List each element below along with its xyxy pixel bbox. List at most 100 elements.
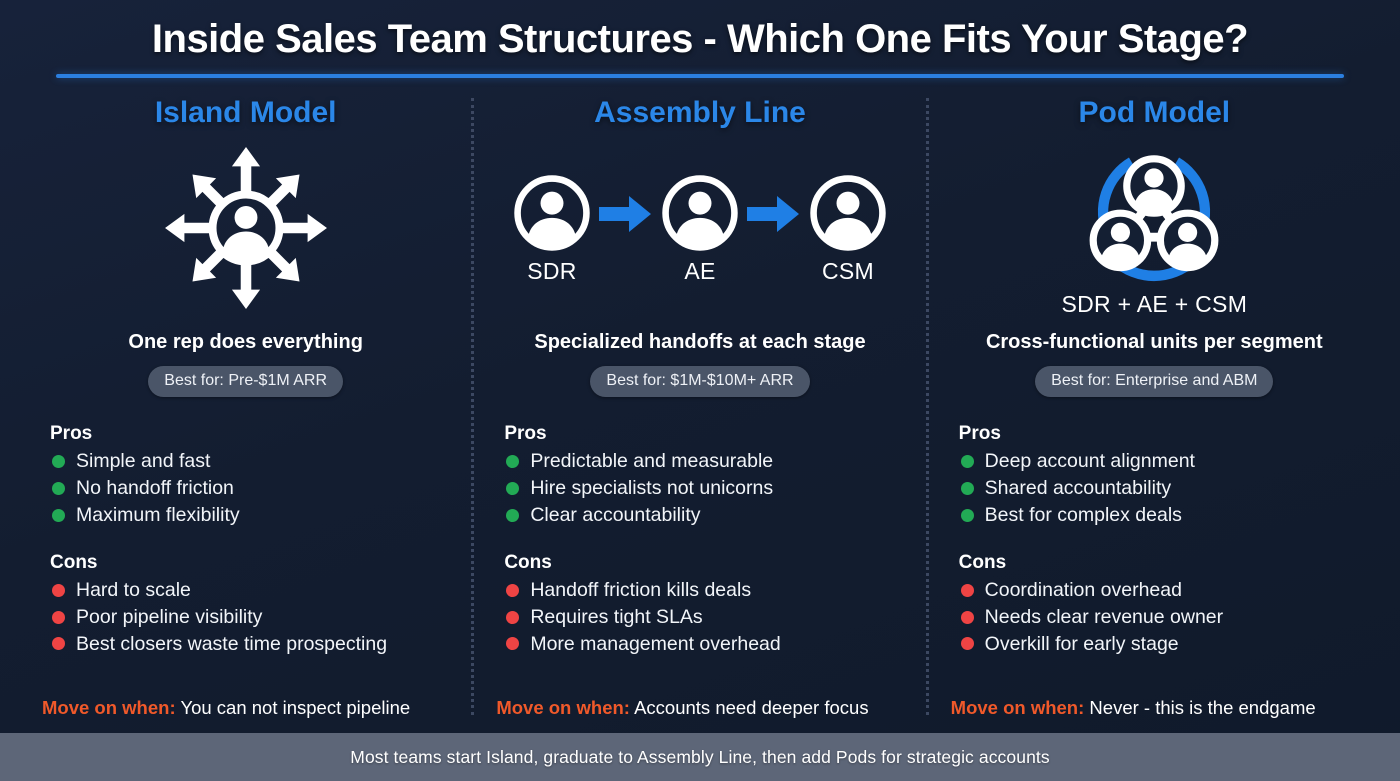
arrow-right-icon	[598, 196, 651, 232]
pros-list: Simple and fast No handoff friction Maxi…	[50, 448, 449, 529]
column-divider	[471, 98, 475, 715]
cons-heading: Cons	[958, 551, 1007, 573]
best-for-badge: Best for: $1M-$10M+ ARR	[590, 366, 810, 397]
pro-dot-icon	[52, 454, 65, 468]
cons-list: Hard to scale Poor pipeline visibility B…	[50, 577, 449, 658]
best-for-badge-wrap: Best for: $1M-$10M+ ARR	[496, 366, 903, 397]
pros-cons-list: Pros Predictable and measurable Hire spe…	[496, 423, 903, 657]
pros-list: Predictable and measurable Hire speciali…	[504, 448, 903, 529]
column-divider	[925, 98, 929, 715]
list-item: Shared accountability	[959, 475, 1358, 502]
page-title: Inside Sales Team Structures - Which One…	[151, 17, 1249, 61]
pro-text: Clear accountability	[530, 503, 701, 526]
role-sdr: SDR	[511, 172, 593, 285]
best-for-badge: Best for: Pre-$1M ARR	[148, 366, 344, 397]
list-item: Clear accountability	[504, 502, 903, 529]
list-item: Best for complex deals	[959, 502, 1358, 529]
cons-heading: Cons	[504, 551, 552, 573]
role-csm: CSM	[807, 172, 889, 285]
con-text: Needs clear revenue owner	[984, 605, 1224, 628]
pro-text: Deep account alignment	[984, 450, 1195, 472]
pros-heading: Pros	[958, 423, 1001, 444]
con-dot-icon	[960, 637, 974, 651]
pro-text: Best for complex deals	[984, 503, 1182, 526]
list-item: Coordination overhead	[959, 577, 1358, 604]
con-text: More management overhead	[530, 632, 781, 655]
pros-cons-list: Pros Simple and fast No handoff friction…	[42, 423, 449, 657]
list-item: Needs clear revenue owner	[959, 604, 1358, 631]
pod-roles-caption: SDR + AE + CSM	[1061, 290, 1248, 317]
list-item: No handoff friction	[50, 475, 449, 502]
pro-dot-icon	[960, 454, 974, 468]
pro-text: No handoff friction	[76, 476, 234, 499]
con-dot-icon	[506, 610, 520, 624]
best-for-badge: Best for: Enterprise and ABM	[1035, 366, 1274, 397]
person-circle-icon	[662, 174, 738, 251]
best-for-badge-wrap: Best for: Pre-$1M ARR	[42, 366, 449, 397]
con-text: Hard to scale	[76, 578, 191, 601]
column-pod-model: Pod Model	[929, 90, 1380, 733]
list-item: Hire specialists not unicorns	[504, 475, 903, 502]
pro-dot-icon	[960, 508, 974, 522]
arrow-right-icon	[746, 196, 799, 232]
con-text: Best closers waste time prospecting	[76, 632, 388, 655]
column-title: Island Model	[154, 96, 337, 129]
list-item: Requires tight SLAs	[504, 604, 903, 631]
pro-dot-icon	[506, 481, 520, 495]
con-text: Coordination overhead	[984, 578, 1182, 601]
pro-text: Shared accountability	[984, 476, 1172, 499]
move-on-when: Move on when: Never - this is the endgam…	[951, 697, 1358, 719]
column-island-model: Island Model	[20, 90, 471, 733]
pro-dot-icon	[52, 508, 65, 522]
list-item: Hard to scale	[50, 577, 449, 604]
person-circle-icon	[514, 174, 590, 251]
column-subtitle: Cross-functional units per segment	[985, 331, 1323, 353]
move-on-label: Move on when:	[950, 697, 1085, 718]
column-subtitle: Specialized handoffs at each stage	[534, 331, 866, 353]
pro-dot-icon	[52, 481, 65, 495]
list-item: Predictable and measurable	[504, 448, 903, 475]
role-row: SDR AE	[511, 172, 889, 285]
move-on-text: Accounts need deeper focus	[634, 697, 869, 718]
header: Inside Sales Team Structures - Which One…	[0, 0, 1400, 78]
list-item: More management overhead	[504, 631, 903, 658]
best-for-badge-wrap: Best for: Enterprise and ABM	[951, 366, 1358, 397]
con-text: Poor pipeline visibility	[76, 605, 263, 628]
con-dot-icon	[52, 637, 65, 651]
person-circle-icon	[810, 174, 886, 251]
columns-container: Island Model	[0, 78, 1400, 733]
con-dot-icon	[506, 583, 520, 597]
role-label: SDR	[527, 257, 577, 284]
list-item: Best closers waste time prospecting	[50, 631, 449, 658]
list-item: Handoff friction kills deals	[504, 577, 903, 604]
pros-heading: Pros	[504, 423, 547, 444]
column-title: Pod Model	[1078, 96, 1231, 129]
con-dot-icon	[52, 610, 65, 624]
con-dot-icon	[960, 583, 974, 597]
pros-list: Deep account alignment Shared accountabi…	[959, 448, 1358, 529]
role-label: CSM	[821, 257, 874, 284]
con-dot-icon	[960, 610, 974, 624]
con-dot-icon	[506, 637, 520, 651]
list-item: Maximum flexibility	[50, 502, 449, 529]
pro-text: Hire specialists not unicorns	[530, 476, 774, 499]
column-subtitle: One rep does everything	[128, 331, 363, 353]
pro-dot-icon	[960, 481, 974, 495]
list-item: Overkill for early stage	[959, 631, 1358, 658]
list-item: Simple and fast	[50, 448, 449, 475]
con-text: Requires tight SLAs	[530, 605, 703, 628]
move-on-text: Never - this is the endgame	[1089, 697, 1316, 718]
title-underline	[56, 74, 1344, 78]
con-text: Overkill for early stage	[984, 632, 1179, 655]
move-on-text: You can not inspect pipeline	[180, 697, 411, 718]
move-on-label: Move on when:	[42, 697, 176, 718]
footer-text: Most teams start Island, graduate to Ass…	[350, 746, 1050, 767]
list-item: Poor pipeline visibility	[50, 604, 449, 631]
column-title: Assembly Line	[594, 96, 806, 129]
pro-text: Simple and fast	[76, 450, 211, 472]
cons-heading: Cons	[50, 551, 98, 573]
move-on-when: Move on when: Accounts need deeper focus	[496, 697, 903, 719]
pros-cons-list: Pros Deep account alignment Shared accou…	[951, 423, 1358, 657]
pros-heading: Pros	[50, 423, 93, 444]
